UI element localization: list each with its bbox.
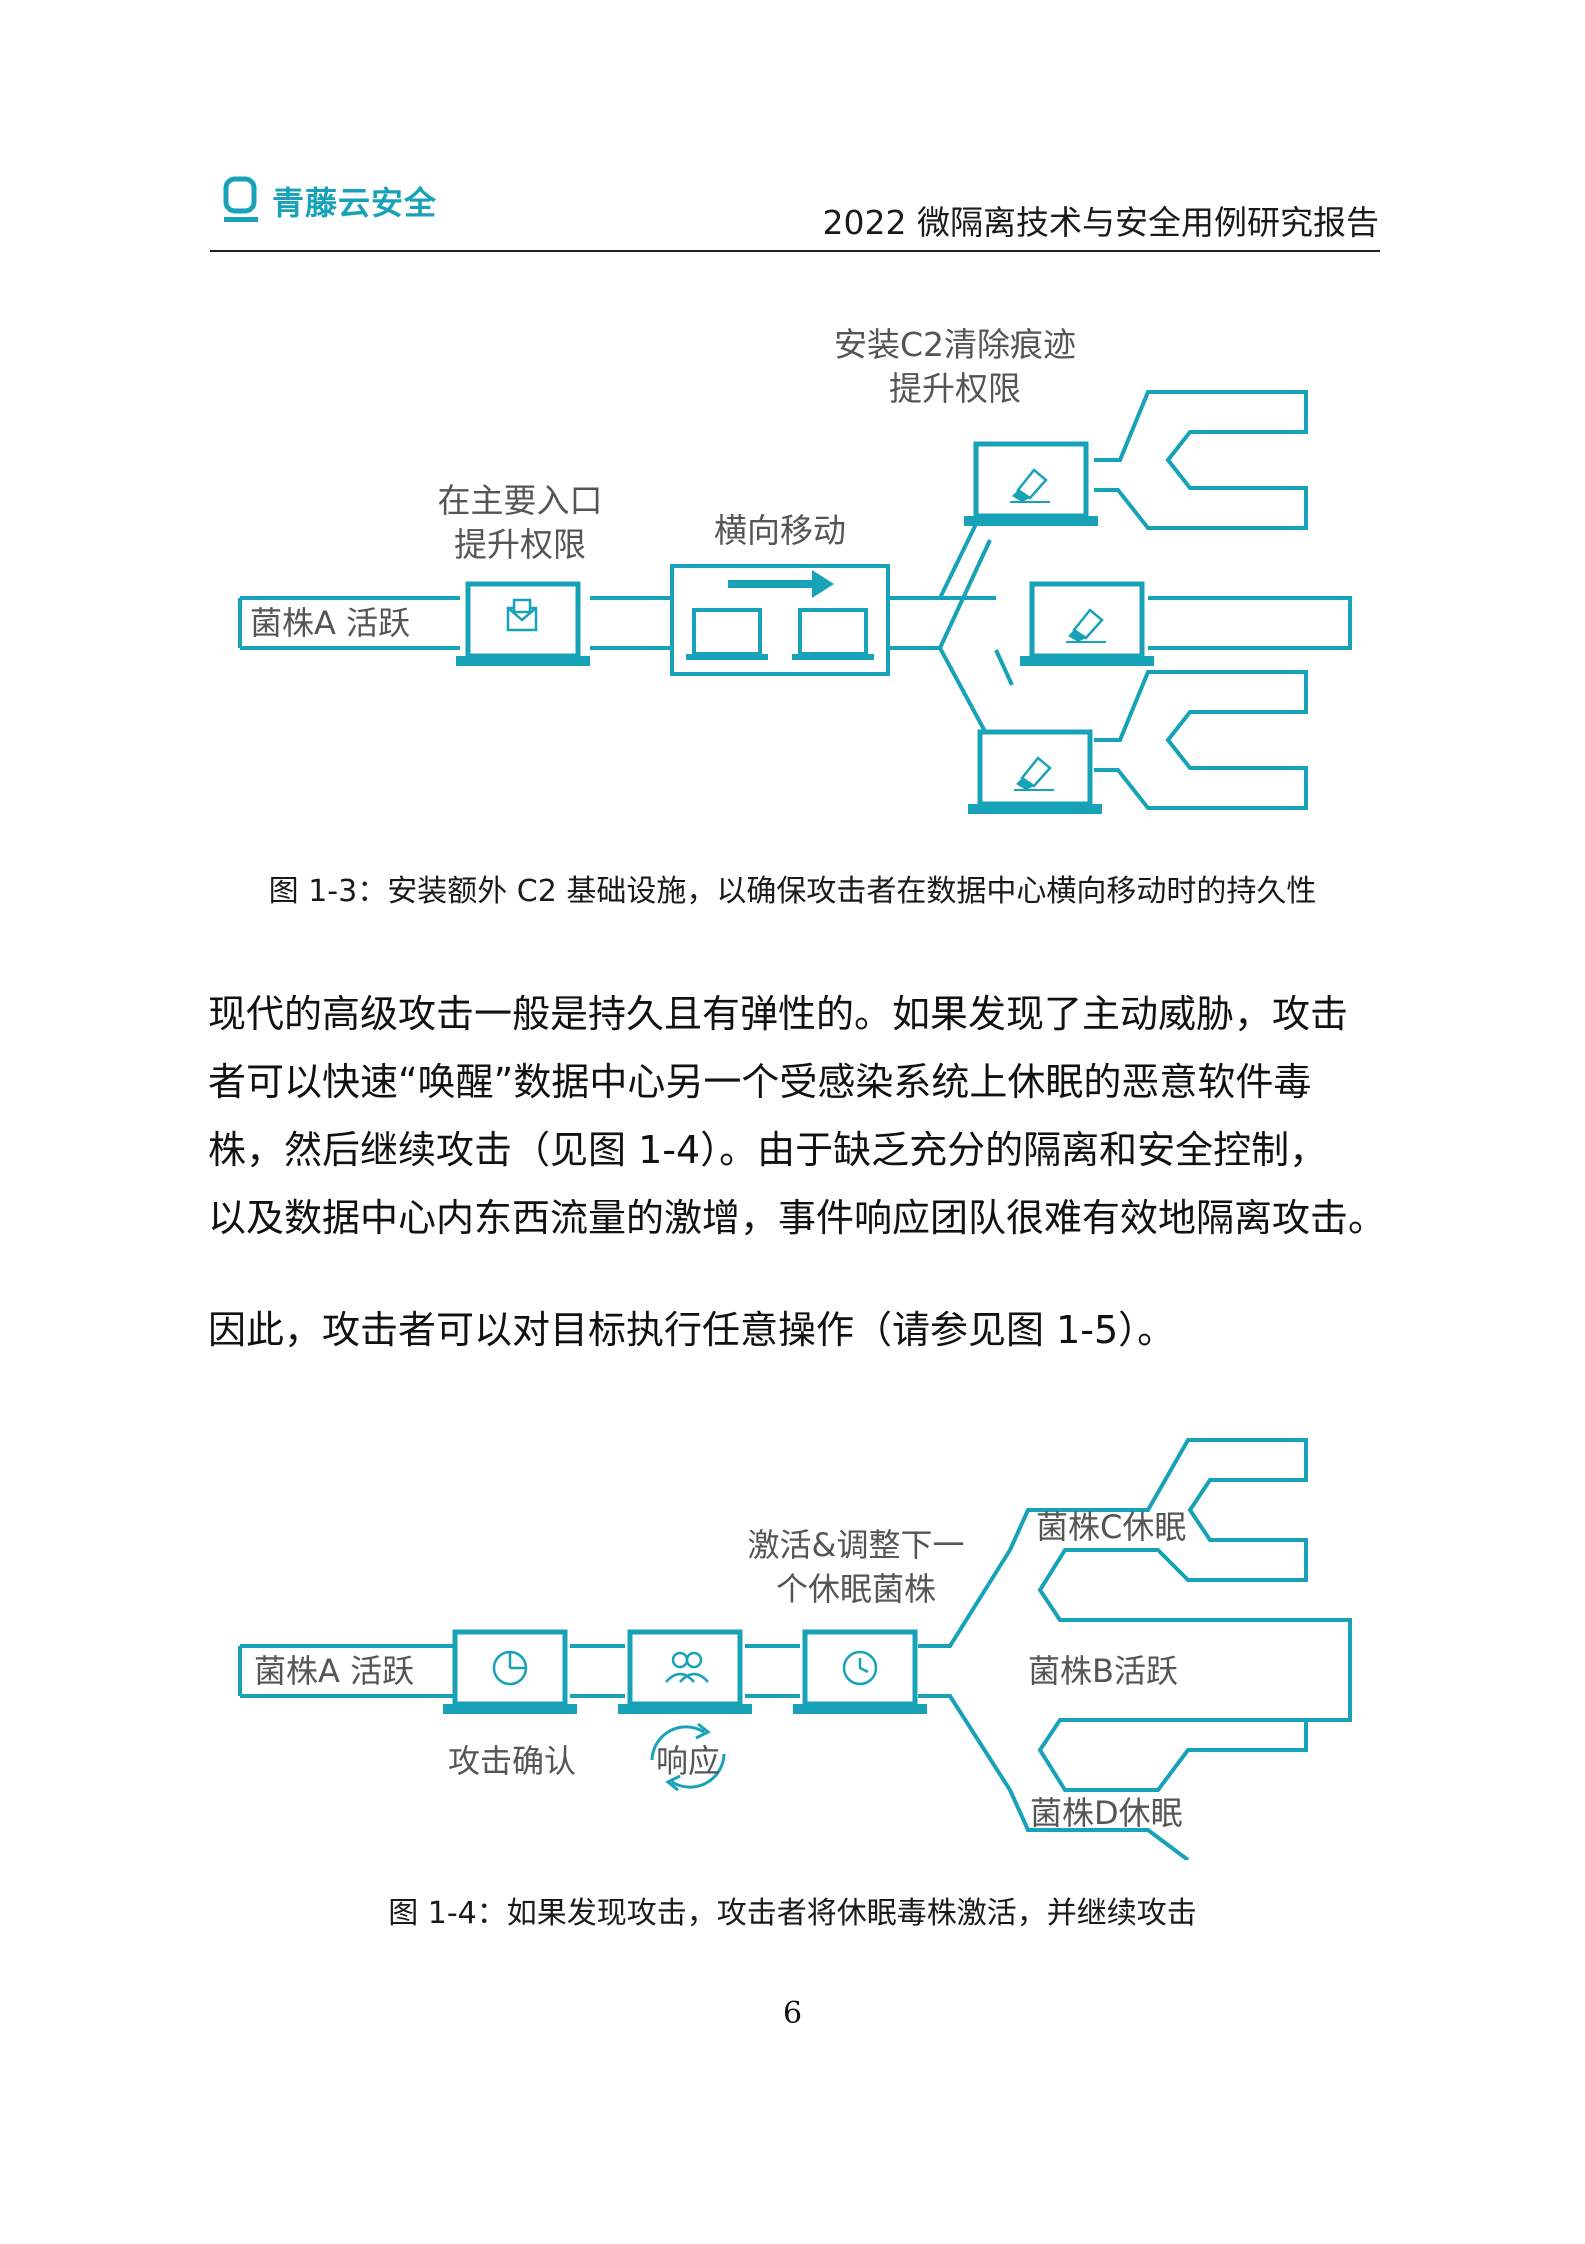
logo-icon bbox=[223, 176, 258, 222]
body-paragraph-2: 因此，攻击者可以对目标执行任意操作（请参见图 1-5）。 bbox=[208, 1296, 1388, 1364]
fork-top bbox=[1094, 390, 1308, 530]
fork-bottom bbox=[1008, 1789, 1190, 1860]
strain-d-label: 菌株D休眠 bbox=[1030, 1794, 1183, 1832]
strain-a-label: 菌株A 活跃 bbox=[254, 1652, 414, 1690]
report-title: 2022 微隔离技术与安全用例研究报告 bbox=[822, 203, 1379, 242]
activate-line1: 激活&调整下一 bbox=[748, 1526, 965, 1564]
activate-line2: 个休眠菌株 bbox=[776, 1570, 936, 1608]
page-number: 6 bbox=[782, 1996, 803, 2031]
envelope-icon bbox=[506, 598, 538, 632]
main-entry-line2: 提升权限 bbox=[454, 525, 586, 564]
eraser-icon bbox=[1010, 468, 1050, 503]
eraser-icon bbox=[1014, 756, 1054, 791]
activate-laptop bbox=[793, 1629, 927, 1714]
pipe-branch bbox=[918, 1548, 1012, 1792]
paragraph-line: 株，然后继续攻击（见图 1-4）。由于缺乏充分的隔离和安全控制， bbox=[208, 1128, 1328, 1172]
c2-laptop-top bbox=[964, 441, 1098, 526]
paragraph-line: 现代的高级攻击一般是持久且有弹性的。如果发现了主动威胁，攻击 bbox=[208, 992, 1349, 1036]
paragraph-line: 者可以快速“唤醒”数据中心另一个受感染系统上休眠的恶意软件毒 bbox=[208, 1060, 1312, 1104]
entry-laptop bbox=[456, 581, 590, 666]
users-icon bbox=[665, 1651, 709, 1683]
install-c2-line1: 安装C2清除痕迹 bbox=[834, 325, 1076, 364]
header-divider bbox=[210, 250, 1380, 252]
clock-icon bbox=[842, 1650, 878, 1686]
install-c2-line2: 提升权限 bbox=[889, 369, 1021, 408]
attack-laptop bbox=[443, 1629, 577, 1714]
arrow-right-icon bbox=[728, 570, 834, 598]
response-label: 响应 bbox=[656, 1742, 720, 1780]
lateral-move-box bbox=[670, 564, 890, 676]
figure-1-3: 菌株A 活跃 在主要入口 提升权限 横向移动 安 bbox=[0, 320, 1585, 840]
pie-chart-icon bbox=[492, 1650, 528, 1686]
fork-bottom bbox=[1094, 670, 1308, 810]
response-laptop bbox=[618, 1629, 752, 1714]
brand-name: 青藤云安全 bbox=[272, 184, 438, 222]
brand-logo: 青藤云安全 bbox=[222, 172, 462, 228]
pipe-network bbox=[238, 1438, 1352, 1860]
paragraph-line: 因此，攻击者可以对目标执行任意操作（请参见图 1-5）。 bbox=[208, 1308, 1176, 1352]
attack-confirm-label: 攻击确认 bbox=[448, 1742, 576, 1780]
pipe-start bbox=[238, 596, 460, 650]
fork-middle bbox=[1148, 596, 1352, 650]
strain-c-label: 菌株C休眠 bbox=[1036, 1508, 1186, 1546]
c2-laptop-middle bbox=[1020, 581, 1154, 666]
body-paragraph-1: 现代的高级攻击一般是持久且有弹性的。如果发现了主动威胁，攻击 者可以快速“唤醒”… bbox=[208, 980, 1388, 1252]
pipe-branch-down bbox=[888, 596, 1014, 751]
main-entry-line1: 在主要入口 bbox=[438, 481, 603, 520]
cycle-arrows-icon bbox=[650, 1722, 726, 1792]
pipe-network bbox=[238, 390, 1352, 810]
fork-outline bbox=[1008, 1438, 1352, 1792]
figure-1-4-caption: 图 1-4：如果发现攻击，攻击者将休眠毒株激活，并继续攻击 bbox=[388, 1896, 1197, 1931]
lateral-move-label: 横向移动 bbox=[714, 511, 846, 550]
eraser-icon bbox=[1066, 608, 1106, 643]
strain-a-label: 菌株A 活跃 bbox=[250, 604, 410, 642]
pipe-segment bbox=[745, 1644, 800, 1698]
figure-1-4: 菌株A 活跃 攻击确认 响应 bbox=[0, 1420, 1585, 1860]
pipe-segment bbox=[590, 596, 672, 650]
c2-laptop-bottom bbox=[968, 729, 1102, 814]
pipe-start bbox=[238, 1644, 455, 1698]
strain-b-label: 菌株B活跃 bbox=[1028, 1652, 1178, 1690]
paragraph-line: 以及数据中心内东西流量的激增，事件响应团队很难有效地隔离攻击。 bbox=[208, 1196, 1387, 1240]
figure-1-3-caption: 图 1-3：安装额外 C2 基础设施，以确保攻击者在数据中心横向移动时的持久性 bbox=[268, 874, 1317, 909]
pipe-segment bbox=[570, 1644, 625, 1698]
